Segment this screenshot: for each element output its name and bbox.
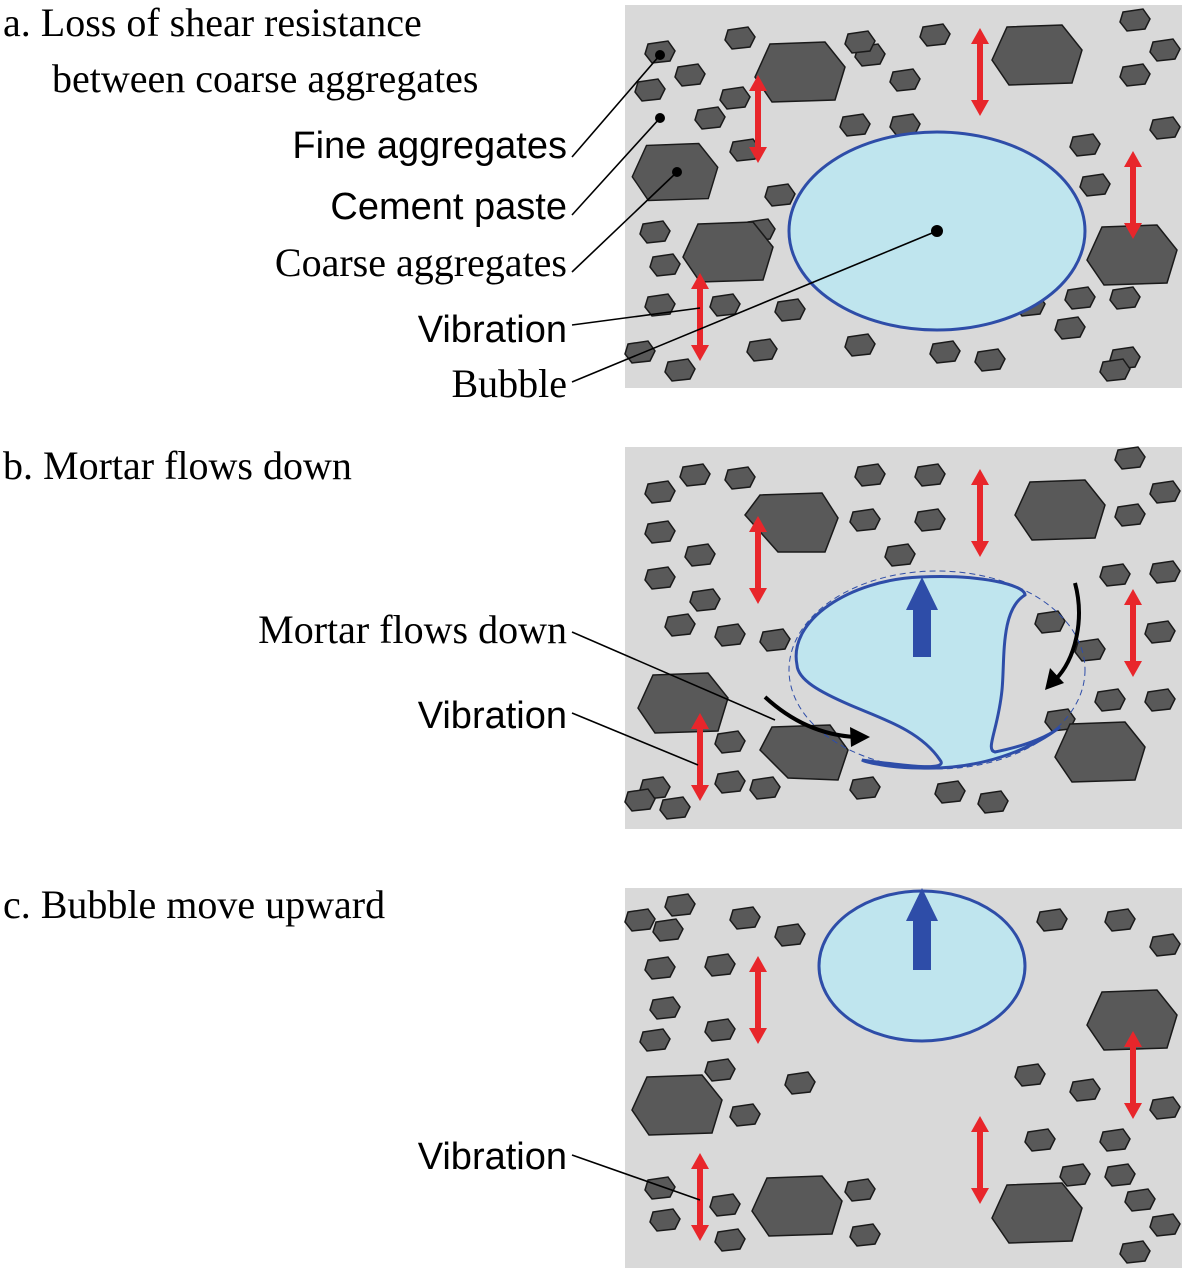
panel-a-title-line1: a. Loss of shear resistance [3, 0, 422, 45]
label-vibration-b: Vibration [418, 695, 567, 737]
panel-b-title: b. Mortar flows down [3, 443, 352, 488]
label-fine-aggregates: Fine aggregates [292, 125, 567, 167]
label-vibration-a: Vibration [418, 309, 567, 351]
panel-c: c. Bubble move upward Vibration [3, 882, 1182, 1268]
label-bubble: Bubble [451, 361, 567, 406]
panel-b-rise-arrow [906, 577, 938, 657]
panel-c-title: c. Bubble move upward [3, 882, 385, 927]
panel-b-flow-arrows [763, 582, 1081, 747]
label-vibration-c: Vibration [418, 1136, 567, 1178]
panel-c-rise-arrow [906, 888, 938, 970]
label-mortar-flows-down: Mortar flows down [258, 607, 567, 652]
panel-c-leader-lines [571, 1154, 701, 1201]
label-coarse-aggregates: Coarse aggregates [275, 240, 567, 285]
label-cement-paste: Cement paste [330, 186, 567, 228]
panel-a-title-line2: between coarse aggregates [52, 56, 478, 101]
panel-b-coarse-aggregates [637, 479, 1146, 783]
panel-a-leader-lines [571, 50, 943, 383]
panel-b-deformed-bubble [794, 575, 1061, 770]
panel-a: a. Loss of shear resistance between coar… [3, 0, 1182, 406]
panel-b: b. Mortar flows down Mortar flows down V… [3, 443, 1182, 829]
panel-b-leader-lines [571, 631, 776, 766]
